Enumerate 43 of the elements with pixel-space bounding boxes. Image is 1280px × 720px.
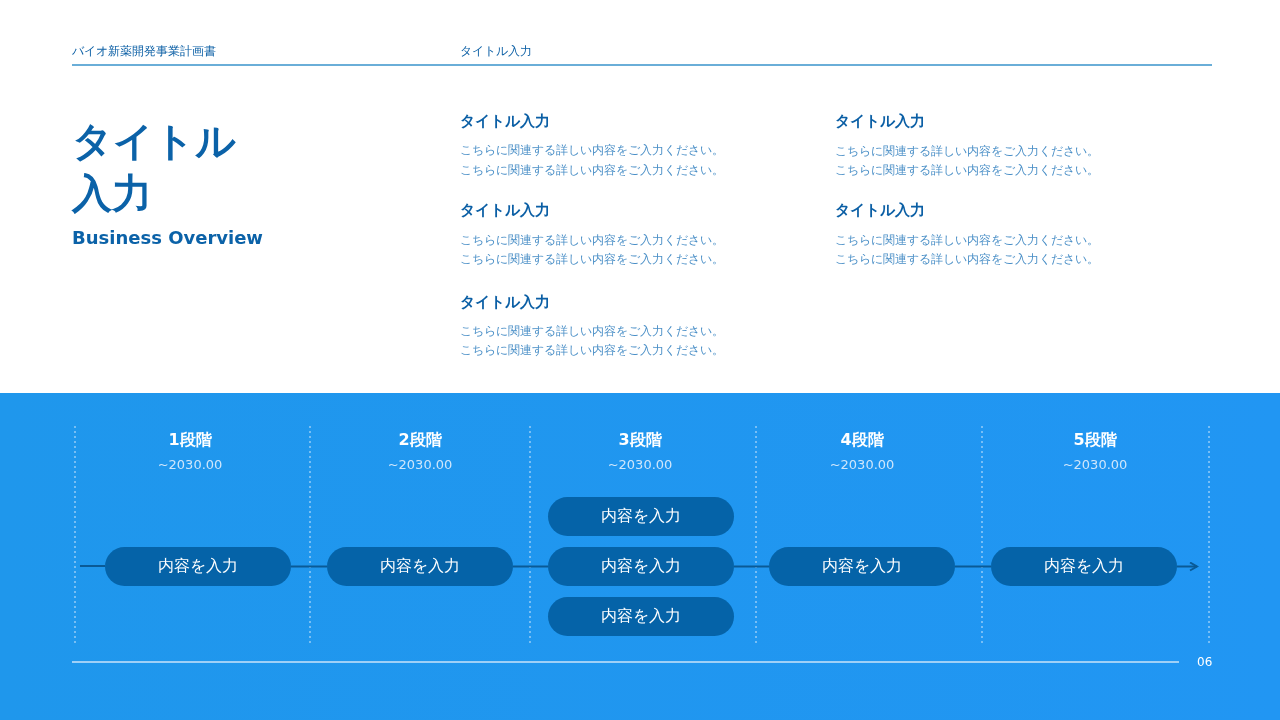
stage-heading: 3段階 xyxy=(618,430,662,451)
section-heading: タイトル入力 xyxy=(835,112,925,131)
timeline-line xyxy=(79,565,106,567)
page-number: 06 xyxy=(1197,655,1213,669)
timeline-arrow xyxy=(1176,561,1198,572)
body-text: こちらに関連する詳しい内容をご入力ください。 xyxy=(835,232,1099,249)
body-text: こちらに関連する詳しい内容をご入力ください。 xyxy=(460,142,724,159)
stage-heading: 1段階 xyxy=(168,430,212,451)
stage-pill: 内容を入力 xyxy=(105,547,291,586)
header-text: バイオ新薬開発事業計画書 xyxy=(72,43,216,60)
stage-date: ~2030.00 xyxy=(1062,457,1128,472)
timeline-line xyxy=(290,565,328,568)
timeline-line xyxy=(512,565,549,568)
body-text: こちらに関連する詳しい内容をご入力ください。 xyxy=(835,162,1099,179)
body-text: こちらに関連する詳しい内容をご入力ください。 xyxy=(835,143,1099,160)
timeline-line xyxy=(733,565,770,568)
timeline-line xyxy=(954,565,992,568)
body-text: こちらに関連する詳しい内容をご入力ください。 xyxy=(460,251,724,268)
stage-date: ~2030.00 xyxy=(607,457,673,472)
subtitle: Business Overview xyxy=(72,227,263,248)
stage-pill: 内容を入力 xyxy=(548,597,734,636)
stage-pill: 内容を入力 xyxy=(769,547,955,586)
section-heading: タイトル入力 xyxy=(460,201,550,220)
section-heading: タイトル入力 xyxy=(460,293,550,312)
stage-date: ~2030.00 xyxy=(157,457,223,472)
stage-heading: 4段階 xyxy=(840,430,884,451)
stage-pill: 内容を入力 xyxy=(327,547,513,586)
body-text: こちらに関連する詳しい内容をご入力ください。 xyxy=(835,251,1099,268)
header-text: タイトル入力 xyxy=(460,43,532,60)
stage-pill: 内容を入力 xyxy=(548,497,734,536)
body-text: こちらに関連する詳しい内容をご入力ください。 xyxy=(460,232,724,249)
body-text: こちらに関連する詳しい内容をご入力ください。 xyxy=(460,323,724,340)
stage-heading: 2段階 xyxy=(398,430,442,451)
stage-date: ~2030.00 xyxy=(387,457,453,472)
stage-date: ~2030.00 xyxy=(829,457,895,472)
section-heading: タイトル入力 xyxy=(835,201,925,220)
section-heading: タイトル入力 xyxy=(460,112,550,131)
stage-heading: 5段階 xyxy=(1073,430,1117,451)
stage-pill: 内容を入力 xyxy=(991,547,1177,586)
slide-title: タイトル入力 xyxy=(72,117,237,218)
body-text: こちらに関連する詳しい内容をご入力ください。 xyxy=(460,342,724,359)
stage-pill: 内容を入力 xyxy=(548,547,734,586)
body-text: こちらに関連する詳しい内容をご入力ください。 xyxy=(460,162,724,179)
